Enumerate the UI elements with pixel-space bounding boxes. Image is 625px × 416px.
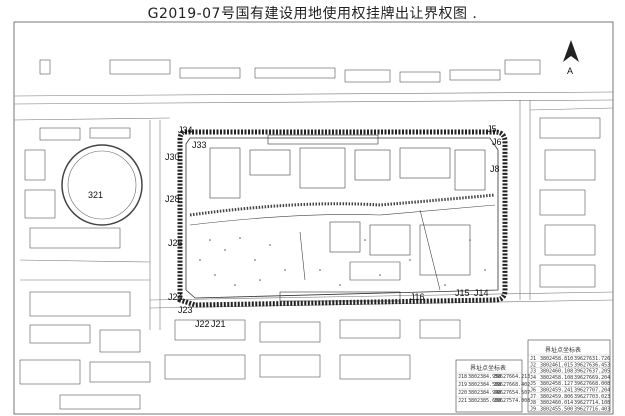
table-cell: 39627669.204 — [574, 375, 610, 381]
table-cell: 39627574.008 — [494, 398, 530, 404]
table-cell: J3 — [530, 369, 536, 375]
point-label: J21 — [211, 319, 226, 329]
table-cell: J8 — [530, 400, 536, 406]
point-label: J5 — [487, 124, 497, 134]
road-network — [13, 91, 614, 330]
point-label: J25 — [168, 238, 183, 248]
table-cell: J9 — [530, 406, 536, 412]
table-cell: 3802384.950 — [468, 374, 501, 380]
point-label: J22 — [195, 319, 210, 329]
parcel-boundary — [177, 129, 508, 308]
table-cell: J19 — [458, 382, 467, 388]
table-cell: J18 — [458, 374, 467, 380]
table-title: 界址点坐标表 — [470, 364, 506, 372]
table-cell: 3802385.600 — [468, 398, 501, 404]
stamp-number: 321 — [88, 190, 103, 200]
interior-features — [189, 147, 496, 291]
table-cell: J6 — [530, 388, 536, 394]
table-cell: 3802461.015 — [540, 362, 573, 368]
point-label: J30 — [165, 152, 180, 162]
point-label: J23 — [178, 305, 193, 315]
vegetation-pattern — [199, 237, 486, 286]
table-cell: J20 — [458, 390, 467, 396]
table-cell: J4 — [530, 375, 536, 381]
table-cell: 3802458.108 — [540, 375, 573, 381]
point-label: J6 — [492, 137, 502, 147]
table-cell: 39627703.023 — [574, 394, 610, 400]
table-cell: 39627714.108 — [574, 400, 610, 406]
map-title: G2019-07号国有建设用地使用权挂牌出让界权图 . — [147, 6, 478, 22]
point-label: J24 — [168, 292, 183, 302]
table-cell: 39627654.507 — [494, 390, 530, 396]
table-cell: 39627636.453 — [574, 362, 610, 368]
top-label-band — [267, 134, 379, 145]
point-label: J34 — [178, 125, 193, 135]
table-cell: J2 — [530, 362, 536, 368]
table-cell: 39627637.205 — [574, 369, 610, 375]
table-cell: J7 — [530, 394, 536, 400]
point-label: J16 — [410, 292, 425, 302]
table-cell: 3802459.806 — [540, 394, 573, 400]
table-cell: 3802384.508 — [468, 382, 501, 388]
table-cell: 3802455.500 — [540, 406, 573, 412]
table-cell: 39627707.204 — [574, 388, 610, 394]
table-cell: 39627716.403 — [574, 406, 610, 412]
point-label: J33 — [192, 140, 207, 150]
table-cell: 39627664.213 — [494, 374, 530, 380]
boundary-point-labels: J34 J33 J30 J28 J25 J24 J23 J22 J21 J16 … — [165, 124, 502, 329]
table-cell: 3802458.810 — [540, 356, 573, 362]
point-label: J8 — [490, 164, 500, 174]
surrounding-buildings — [19, 59, 601, 410]
official-stamp: 321 — [61, 144, 143, 226]
point-label: J14 — [474, 288, 489, 298]
point-label: J28 — [165, 194, 180, 204]
table-cell: J1 — [530, 356, 536, 362]
table-cell: 39627631.726 — [574, 356, 610, 362]
table-cell: 3802460.014 — [540, 400, 573, 406]
table-cell: 39627668.402 — [494, 382, 530, 388]
table-cell: 3802384.940 — [468, 390, 501, 396]
table-title: 界址点坐标表 — [545, 346, 581, 354]
table-cell: J21 — [458, 398, 467, 404]
table-cell: 3802458.127 — [540, 381, 573, 387]
table-cell: 39627668.008 — [574, 381, 610, 387]
table-cell: J5 — [530, 381, 536, 387]
table-cell: 3802459.241 — [540, 388, 573, 394]
north-arrow-icon: A — [563, 40, 579, 76]
point-label: J15 — [455, 288, 470, 298]
table-cell: 3802460.108 — [540, 369, 573, 375]
north-letter: A — [567, 66, 573, 76]
map-frame — [13, 21, 614, 415]
bottom-label-band — [279, 291, 401, 302]
